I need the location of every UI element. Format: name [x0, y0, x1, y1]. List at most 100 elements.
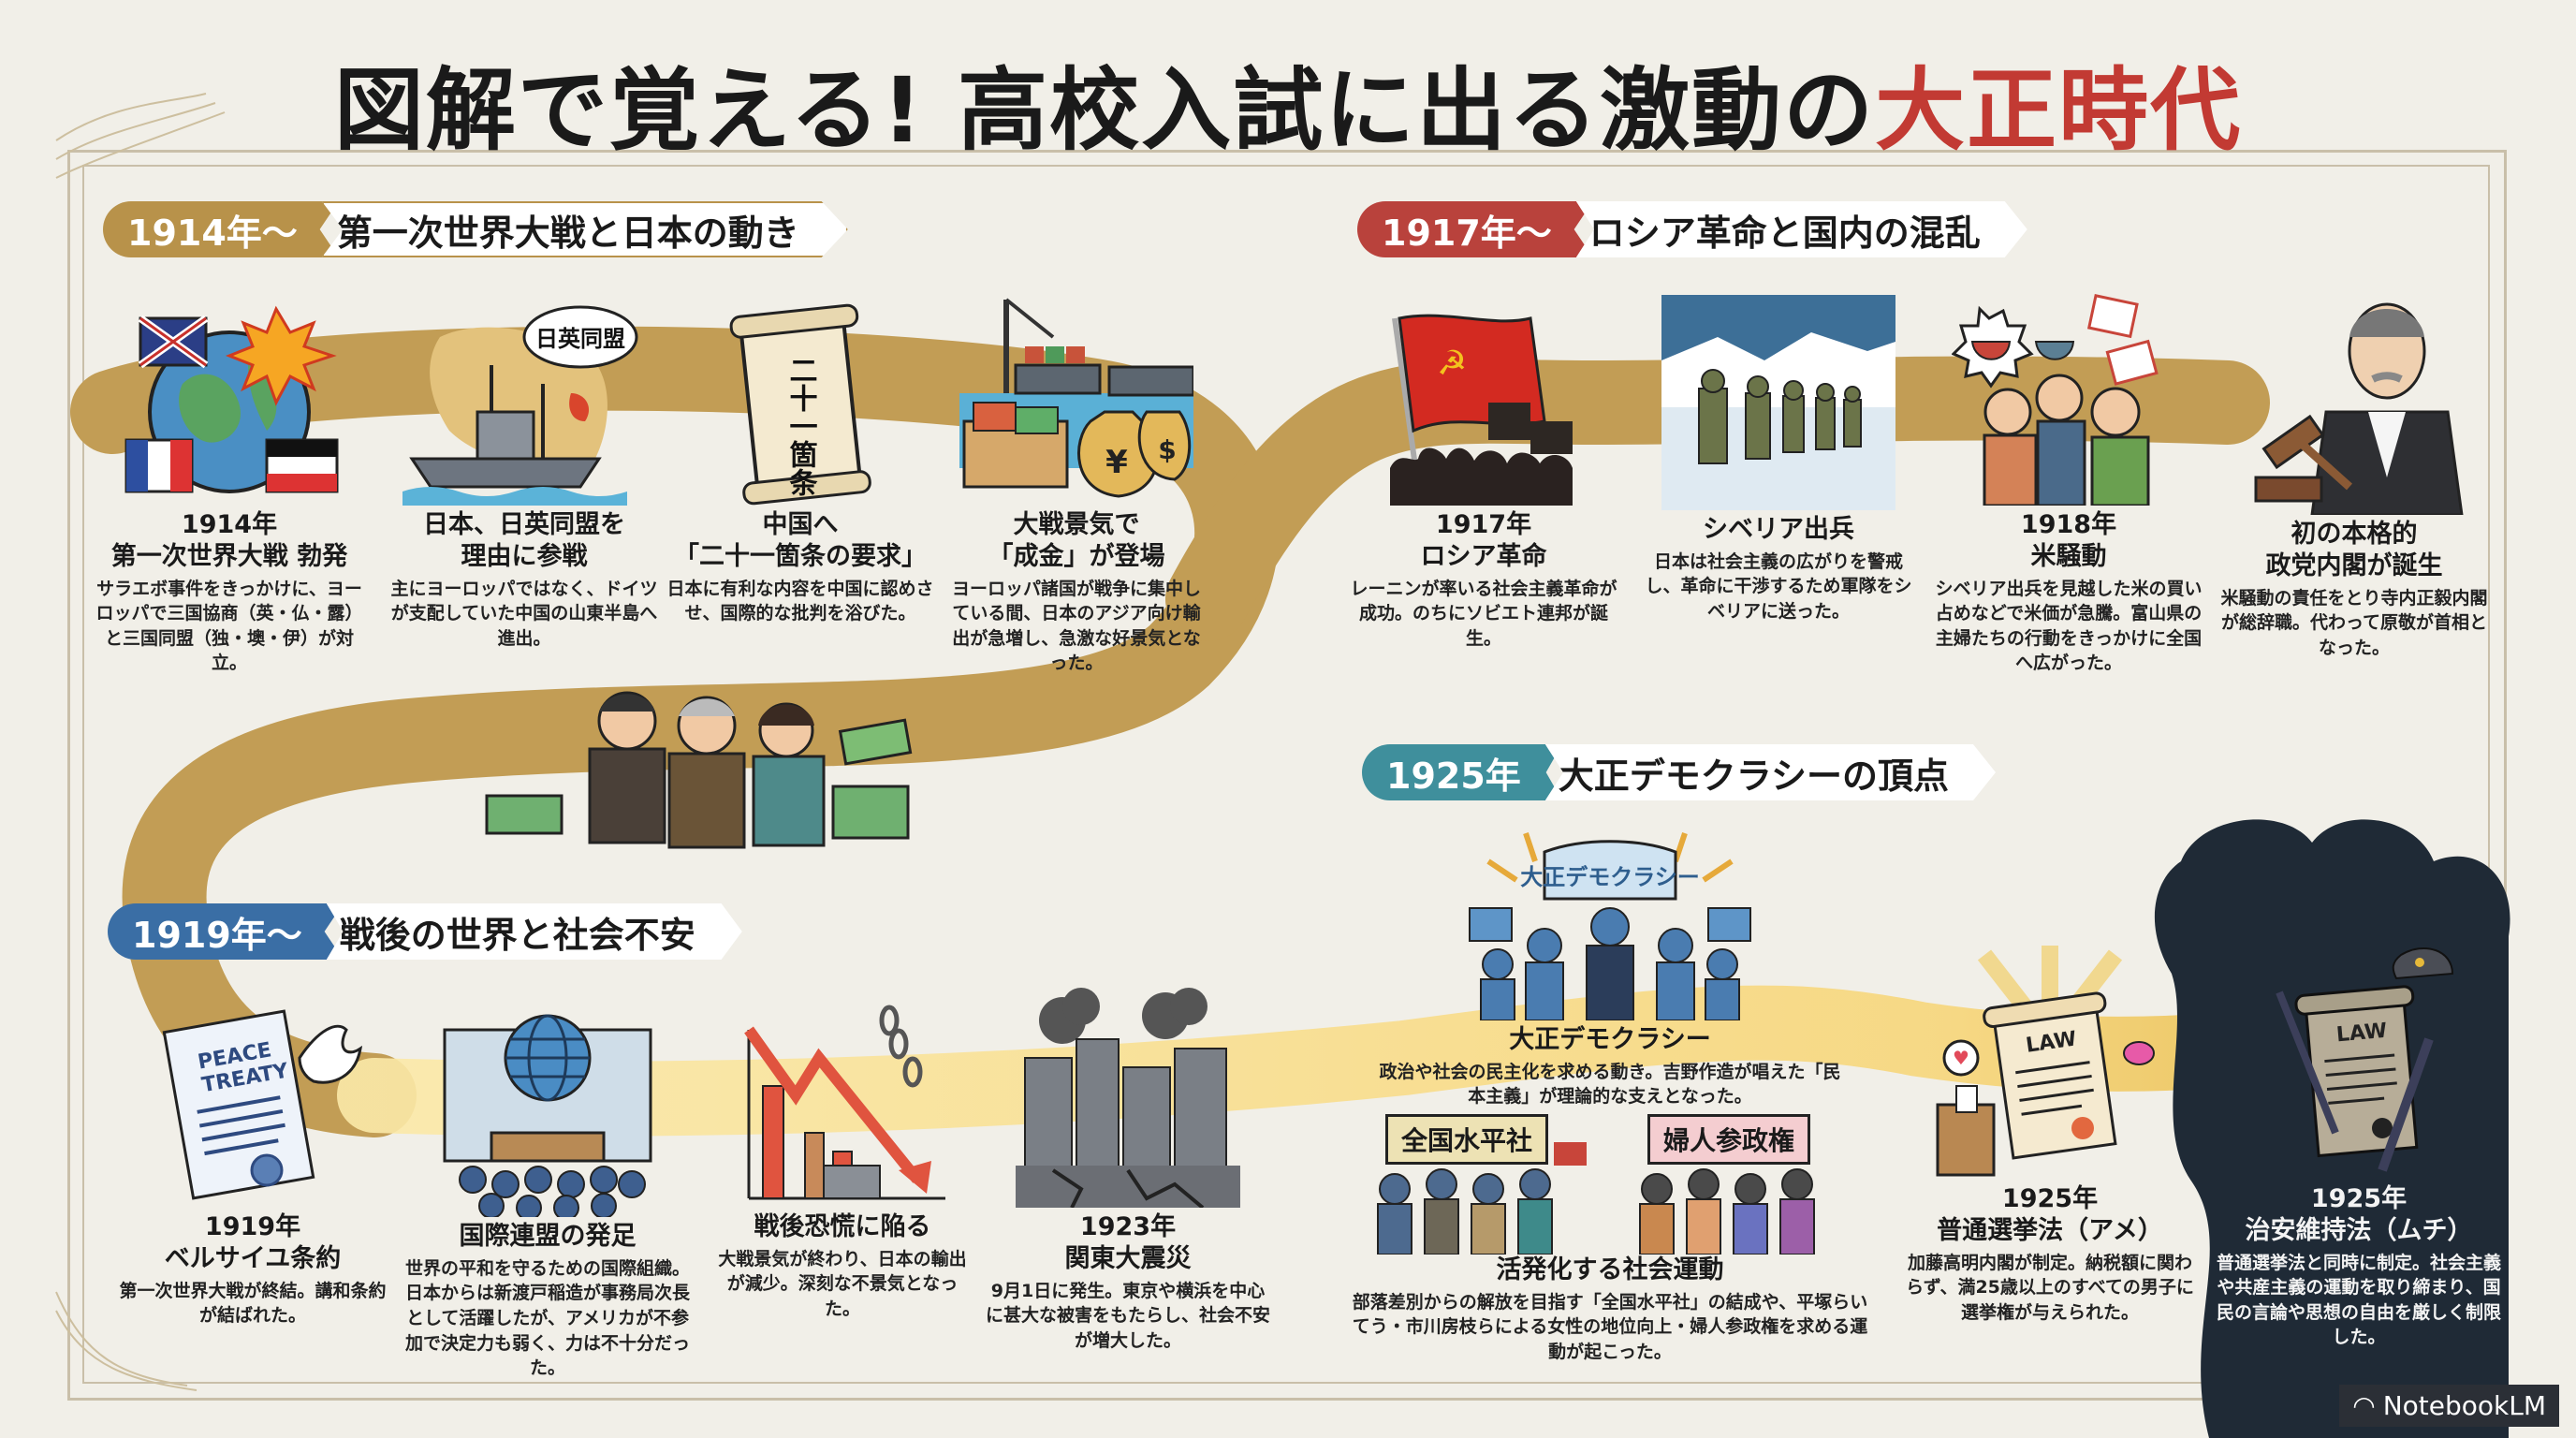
- event-versailles: PEACE TREATY 1919年 ベルサイユ条約 第一次世界大戦が終結。講和…: [112, 992, 393, 1328]
- social-movement-icon: 全国水平社 婦人参政権: [1348, 1114, 1872, 1255]
- event-peace-preservation-law: LAW 1925年 治安維持法（ムチ） 普通選挙法と同時に制定。社会主義や共産主…: [2214, 936, 2504, 1350]
- narikin-people-icon: [485, 691, 913, 849]
- event-heading: 1925年 治安維持法（ムチ）: [2245, 1184, 2473, 1245]
- scroll-text: LAW: [2335, 1020, 2388, 1048]
- event-description: 政治や社会の民主化を求める動き。吉野作造が唱えた「民本主義」が理論的な支えとなっ…: [1379, 1061, 1841, 1108]
- event-heading: 1917年 ロシア革命: [1420, 510, 1547, 571]
- event-heading: 大正デモクラシー: [1509, 1025, 1711, 1054]
- event-heading: 国際連盟の発足: [459, 1222, 637, 1251]
- soldiers-snow-icon: [1661, 295, 1895, 510]
- event-heading: 日本、日英同盟を 理由に参戦: [423, 510, 625, 571]
- warship-map-icon: 日英同盟: [402, 305, 638, 506]
- notebooklm-logo-icon: ◠: [2352, 1390, 2376, 1421]
- svg-text:☭: ☭: [1437, 345, 1467, 383]
- event-description: 普通選挙法と同時に制定。社会主義や共産主義の運動を取り締まり、国民の言論や思想の…: [2216, 1252, 2501, 1348]
- section-year: 1917年〜: [1357, 201, 1593, 257]
- event-narikin: ¥ $ 大戦景気で 「成金」が登場 ヨーロッパ諸国が戦争に集中している間、日本の…: [945, 281, 1208, 676]
- protesters-icon: [1377, 1142, 1587, 1255]
- event-heading: 1925年 普通選挙法（アメ）: [1937, 1184, 2163, 1245]
- peace-treaty-icon: PEACE TREATY: [162, 1009, 363, 1200]
- section-label: 戦後の世界と社会不安: [326, 903, 742, 960]
- event-heading: 中国へ 「二十一箇条の要求」: [674, 510, 927, 571]
- event-heading: 1918年 米騒動: [2020, 510, 2117, 571]
- watermark-text: NotebookLM: [2382, 1390, 2546, 1421]
- event-taisho-democracy: 大正デモクラシー 大正デモクラシー 政治や社会の民主化を求める動き。吉野作造が唱…: [1376, 824, 1844, 1109]
- politician-icon: [2254, 302, 2464, 517]
- event-description: シベリア出兵を見越した米の買い占めなどで米価が急騰。富山県の主婦たちの行動をきっ…: [1935, 578, 2203, 674]
- event-description: 大戦景気が終わり、日本の輸出が減少。深刻な不景気となった。: [718, 1248, 967, 1319]
- bubble-text: 日英同盟: [535, 326, 625, 352]
- women-protesters-icon: [1639, 1168, 1815, 1255]
- event-league-of-nations: 国際連盟の発足 世界の平和を守るための国際組織。日本からは新渡戸稲造が事務局次長…: [402, 992, 693, 1381]
- corner-ornament-bl: [55, 1291, 198, 1391]
- event-description: ヨーロッパ諸国が戦争に集中している間、日本のアジア向け輸出が急増し、急激な好景気…: [951, 578, 1201, 674]
- event-rice-riot: 1918年 米騒動 シベリア出兵を見越した米の買い占めなどで米価が急騰。富山県の…: [1928, 290, 2209, 676]
- scroll-icon: 二十一箇条: [729, 303, 871, 506]
- event-heading: 1914年 第一次世界大戦 勃発: [110, 510, 348, 571]
- section-header-1914: 1914年〜 第一次世界大戦と日本の動き: [103, 201, 848, 257]
- event-heading: 大戦景気で 「成金」が登場: [988, 510, 1165, 571]
- event-heading: 1923年 関東大震災: [1064, 1212, 1192, 1273]
- road-segment-1919: [337, 985, 2378, 1137]
- section-label: ロシア革命と国内の混乱: [1575, 201, 2027, 257]
- section-label: 大正デモクラシーの頂点: [1544, 744, 1997, 800]
- event-heading: 戦後恐慌に陥る: [754, 1212, 931, 1241]
- banner-text: 大正デモクラシー: [1520, 864, 1700, 890]
- event-description: レーニンが率いる社会主義革命が成功。のちにソビエト連邦が誕生。: [1350, 578, 1617, 649]
- event-heading: 1919年 ベルサイユ条約: [164, 1212, 342, 1273]
- notebooklm-watermark: ◠ NotebookLM: [2339, 1385, 2559, 1427]
- section-header-1925: 1925年 大正デモクラシーの頂点: [1362, 744, 1997, 800]
- section-header-1919: 1919年〜 戦後の世界と社会不安: [108, 903, 742, 960]
- event-description: 世界の平和を守るための国際組織。日本からは新渡戸稲造が事務局次長として活躍したが…: [404, 1257, 690, 1379]
- economy-down-icon: [744, 1005, 945, 1200]
- event-party-cabinet: 初の本格的 政党内閣が誕生 米騒動の責任をとり寺内正毅内閣が総辞職。代わって原敬…: [2218, 290, 2490, 660]
- section-year: 1919年〜: [108, 903, 344, 960]
- event-21-demands: 二十一箇条 中国へ 「二十一箇条の要求」 日本に有利な内容を中国に認めさせ、国際…: [665, 300, 936, 626]
- section-year: 1914年〜: [103, 201, 339, 257]
- democracy-crowd-icon: 大正デモクラシー: [1469, 832, 1751, 1021]
- rice-riot-icon: [1951, 294, 2159, 507]
- event-universal-suffrage: LAW ♥ 1925年 普通選挙法（アメ） 加藤高明内閣が制定。納税額に関わらず…: [1900, 946, 2200, 1325]
- league-nations-icon: [443, 1014, 652, 1221]
- event-siberian-intervention: シベリア出兵 日本は社会主義の広がりを警戒し、革命に干渉するため軍隊をシベリアに…: [1638, 295, 1919, 624]
- sign-suiheisha: 全国水平社: [1385, 1114, 1549, 1165]
- svg-text:♥: ♥: [1953, 1047, 1969, 1069]
- event-japan-joins-war: 日英同盟 日本、日英同盟を 理由に参戦 主にヨーロッパではなく、ドイツが支配して…: [384, 300, 665, 651]
- soviet-flag-icon: ☭: [1390, 314, 1573, 506]
- event-description: 日本に有利な内容を中国に認めさせ、国際的な批判を浴びた。: [666, 578, 934, 624]
- event-heading: 活発化する社会運動: [1496, 1255, 1724, 1284]
- event-description: 主にヨーロッパではなく、ドイツが支配していた中国の山東半島へ進出。: [390, 578, 658, 649]
- event-social-movements: 全国水平社 婦人参政権 活発化する社会運動 部落差別からの解放を目指す「全国水平…: [1348, 1114, 1872, 1365]
- event-description: 日本は社会主義の広がりを警戒し、革命に干渉するため軍隊をシベリアに送った。: [1645, 550, 1912, 622]
- event-description: 9月1日に発生。東京や横浜を中心に甚大な被害をもたらし、社会不安が増大した。: [985, 1280, 1270, 1351]
- event-description: 加藤高明内閣が制定。納税額に関わらず、満25歳以上のすべての男子に選挙権が与えら…: [1906, 1252, 2194, 1323]
- port-money-icon: ¥ $: [959, 298, 1195, 498]
- page-title: 図解で覚える! 高校入試に出る激動の大正時代: [0, 37, 2576, 168]
- event-description: サラエボ事件をきっかけに、ヨーロッパで三国協商（英・仏・露）と三国同盟（独・墺・…: [95, 578, 363, 674]
- title-main: 図解で覚える! 高校入試に出る激動の: [333, 58, 1876, 163]
- svg-text:$: $: [1158, 434, 1176, 465]
- svg-text:¥: ¥: [1105, 444, 1128, 481]
- decorative-frame-outer: [67, 150, 2507, 1401]
- section-year: 1925年: [1362, 744, 1562, 800]
- title-accent: 大正時代: [1875, 58, 2243, 163]
- event-russian-revolution: ☭ 1917年 ロシア革命 レーニンが率いる社会主義革命が成功。のちにソビエト連…: [1348, 300, 1619, 651]
- event-heading: 初の本格的 政党内閣が誕生: [2265, 520, 2443, 580]
- sign-womens-suffrage: 婦人参政権: [1647, 1114, 1811, 1165]
- law-scroll-dark-icon: LAW: [2276, 946, 2454, 1172]
- decorative-frame-inner: [82, 165, 2490, 1384]
- event-description: 部落差別からの解放を目指す「全国水平社」の結成や、平塚らいてう・市川房枝らによる…: [1352, 1291, 1868, 1362]
- law-scroll-bright-icon: LAW ♥: [1936, 946, 2155, 1177]
- section-header-1917: 1917年〜 ロシア革命と国内の混乱: [1357, 201, 2027, 257]
- section-label: 第一次世界大戦と日本の動き: [321, 201, 848, 257]
- event-postwar-depression: 戦後恐慌に陥る 大戦景気が終わり、日本の輸出が減少。深刻な不景気となった。: [711, 992, 973, 1322]
- event-ww1-outbreak: 1914年 第一次世界大戦 勃発 サラエボ事件をきっかけに、ヨーロッパで三国協商…: [89, 300, 370, 676]
- globe-flags-icon: [124, 305, 339, 493]
- scroll-text: 二十一箇条: [784, 356, 818, 496]
- event-heading: シベリア出兵: [1703, 515, 1854, 544]
- event-kanto-earthquake: 1923年 関東大震災 9月1日に発生。東京や横浜を中心に甚大な被害をもたらし、…: [983, 983, 1273, 1353]
- event-description: 第一次世界大戦が終結。講和条約が結ばれた。: [119, 1280, 387, 1327]
- corner-ornament-tl: [55, 93, 226, 179]
- earthquake-city-icon: [1016, 988, 1240, 1210]
- event-description: 米騒動の責任をとり寺内正毅内閣が総辞職。代わって原敬が首相となった。: [2220, 587, 2488, 658]
